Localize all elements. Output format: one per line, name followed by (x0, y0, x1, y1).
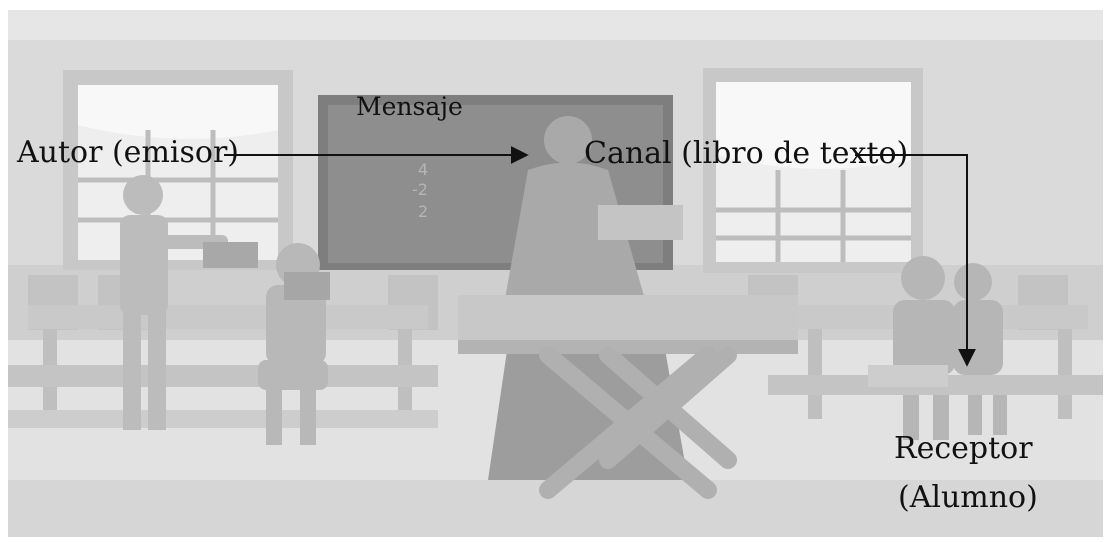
svg-text:4: 4 (418, 160, 428, 179)
receiver-label-line1: Receptor (894, 431, 1033, 466)
receiver-label-line2: (Alumno) (898, 480, 1038, 515)
svg-text:2: 2 (418, 202, 428, 221)
message-label: Mensaje (356, 92, 463, 121)
classroom-illustration: 4 -2 2 (8, 10, 1103, 537)
channel-to-receiver-arrow (855, 154, 976, 367)
svg-text:-2: -2 (412, 180, 428, 199)
sender-label: Autor (emisor) (17, 135, 239, 170)
channel-label: Canal (libro de texto) (584, 136, 909, 171)
